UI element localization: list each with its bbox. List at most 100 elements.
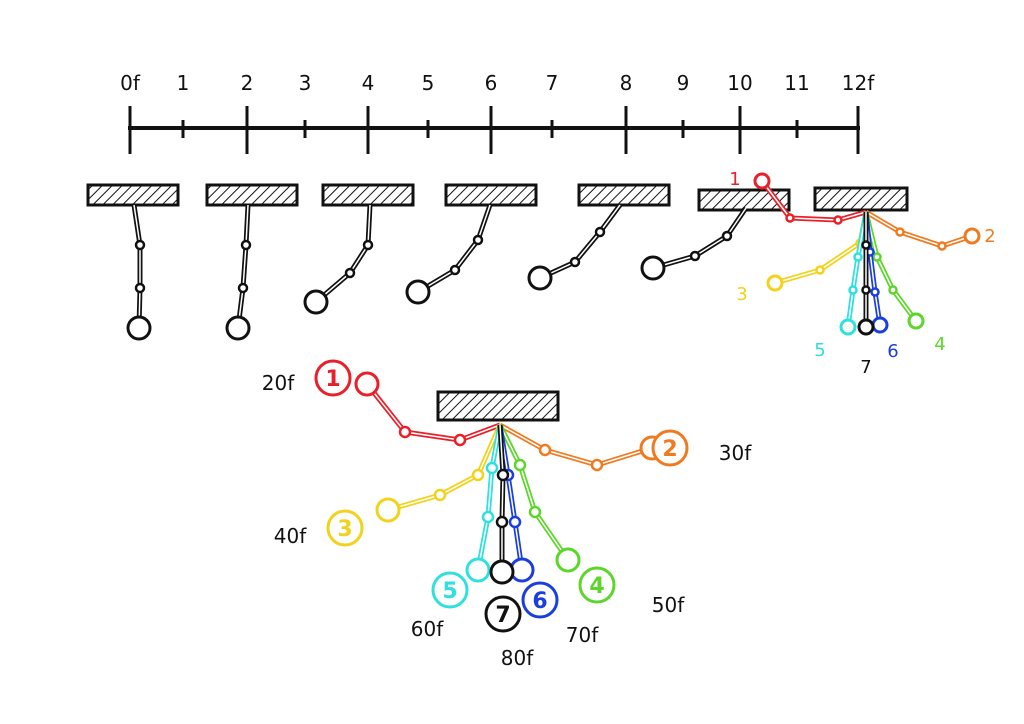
- pendulum-joint: [895, 227, 905, 237]
- pendulum-joint: [362, 239, 374, 251]
- pendulum-bob: [527, 265, 553, 291]
- pivot-bar: [436, 390, 560, 422]
- pendulum-joint: [689, 250, 701, 262]
- pendulum-bob: [225, 315, 251, 341]
- pose-number-circle: [326, 509, 364, 547]
- pendulum-joint: [528, 505, 542, 519]
- pose-number-label: 7: [860, 357, 871, 378]
- pose-number: 2: [662, 437, 677, 462]
- pendulum-joint: [853, 252, 863, 262]
- pendulum-joint: [937, 241, 947, 251]
- timeline-label: 0f: [120, 71, 141, 95]
- pivot-bar: [813, 186, 909, 212]
- pendulum-bob: [857, 318, 875, 336]
- pendulum-arm: [652, 206, 749, 271]
- pendulum-bob: [871, 316, 889, 334]
- pendulum-bob: [489, 559, 515, 585]
- pendulum-bob: [839, 318, 857, 336]
- pendulum-joint: [594, 226, 606, 238]
- pendulum-bob: [375, 497, 401, 523]
- pendulum-bob: [640, 255, 666, 281]
- pose-frame-label: 70f: [566, 623, 599, 647]
- pose-number-circle: [521, 581, 559, 619]
- pose-number-label: 1: [729, 169, 740, 190]
- pendulum-joint: [398, 425, 412, 439]
- pose-number: 3: [337, 517, 352, 542]
- pendulum-joint: [888, 285, 898, 295]
- pendulum-bob: [126, 315, 152, 341]
- timeline-label: 2: [241, 71, 254, 95]
- pendulum-arm-highlight: [539, 204, 621, 279]
- pendulum-joint: [433, 488, 447, 502]
- pose-frame-label: 30f: [719, 441, 752, 465]
- pendulum-joint: [496, 468, 510, 482]
- timeline-label: 6: [485, 71, 498, 95]
- pendulum-bob: [465, 557, 491, 583]
- pose-number-circle: [651, 429, 689, 467]
- pendulum-bob: [303, 289, 329, 315]
- pose-number: 5: [442, 579, 457, 604]
- pendulum-joint: [134, 239, 146, 251]
- pose-number-circle: [314, 359, 352, 397]
- pendulum-joint: [721, 230, 733, 242]
- pendulum-arm-highlight: [387, 424, 501, 511]
- pendulum-joint: [508, 515, 522, 529]
- pendulum-arm-highlight: [761, 180, 867, 221]
- pendulum-arm-highlight: [652, 207, 747, 269]
- pendulum-joint: [833, 215, 843, 225]
- pendulum-joint: [861, 285, 871, 295]
- pendulum-bob: [963, 227, 981, 245]
- pendulum-bob: [907, 312, 925, 330]
- timeline-label: 11: [784, 71, 809, 95]
- pendulum-arm: [416, 204, 493, 295]
- pose-number-label: 5: [814, 340, 825, 361]
- timeline-label: 4: [362, 71, 375, 95]
- pose-number: 1: [325, 367, 340, 392]
- pendulum-bob: [405, 279, 431, 305]
- pendulum-joint: [861, 240, 871, 250]
- pendulum-arm-highlight: [477, 424, 501, 571]
- pivot-bar: [86, 183, 180, 207]
- pose-number: 7: [495, 603, 510, 628]
- pendulum-bob: [766, 274, 784, 292]
- pendulum-arm-highlight: [237, 204, 249, 329]
- pendulum-joint: [344, 267, 356, 279]
- pendulum-joint: [471, 468, 485, 482]
- pivot-bar: [205, 183, 299, 207]
- pose-number-circle: [431, 571, 469, 609]
- pendulum-arm-highlight: [417, 204, 491, 293]
- pendulum-joint: [481, 510, 495, 524]
- pendulum-joint: [785, 213, 795, 223]
- pendulum-bob: [753, 172, 771, 190]
- pivot-bar: [321, 183, 415, 207]
- pose-frame-label: 20f: [262, 371, 295, 395]
- pendulum-arm: [538, 203, 623, 281]
- pendulum-arm-highlight: [865, 211, 973, 247]
- pose-number-circle: [484, 595, 522, 633]
- timeline-label: 5: [422, 71, 435, 95]
- pendulum-joint: [569, 256, 581, 268]
- timeline-label: 7: [546, 71, 559, 95]
- pendulum-joint: [815, 265, 825, 275]
- timeline-label: 12f: [842, 71, 875, 95]
- pendulum-joint: [870, 287, 880, 297]
- timeline-label: 1: [177, 71, 190, 95]
- pose-number-label: 2: [984, 226, 995, 247]
- pendulum-bob: [354, 371, 380, 397]
- pendulum-arm-highlight: [366, 383, 501, 441]
- pendulum-arm-highlight: [133, 204, 141, 329]
- pendulum-joint: [495, 515, 509, 529]
- pose-number-label: 4: [934, 334, 945, 355]
- pose-frame-label: 80f: [501, 646, 534, 670]
- pose-number: 6: [532, 589, 547, 614]
- pendulum-joint: [590, 458, 604, 472]
- pendulum-joint: [513, 458, 527, 472]
- pivot-bar: [444, 183, 538, 207]
- pendulum-arm-highlight: [315, 204, 371, 303]
- pose-number: 4: [589, 574, 604, 599]
- pose-number-circle: [578, 566, 616, 604]
- pendulum-arm-highlight: [499, 424, 569, 561]
